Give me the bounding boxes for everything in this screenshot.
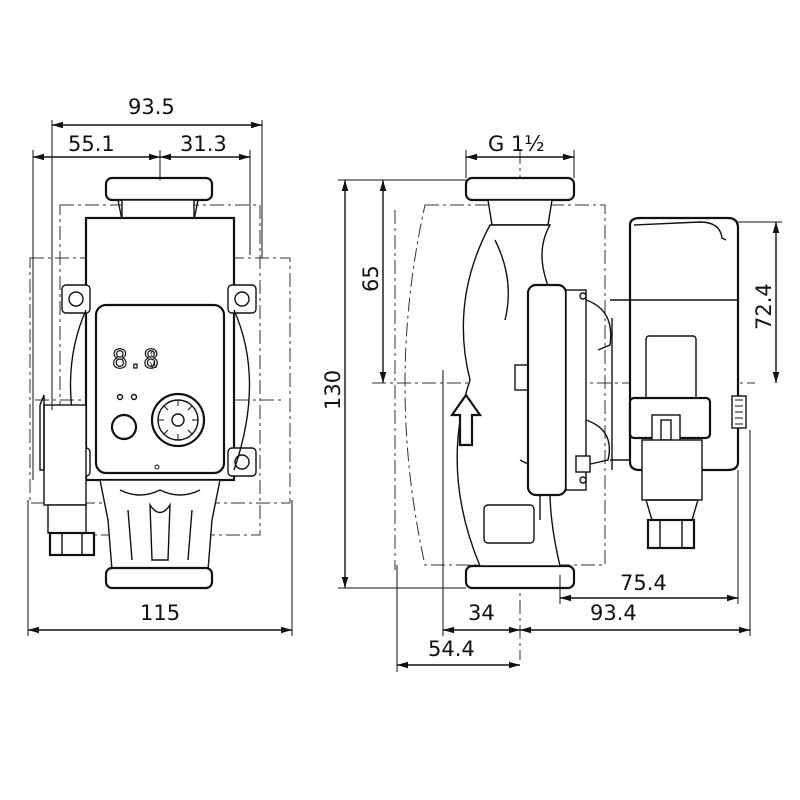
dim-label-54-4: 54.4 [428,637,475,661]
dim-55-1-31-3: 55.1 31.3 [32,132,251,480]
led-indicator [130,393,138,401]
dim-label-65: 65 [359,265,383,292]
dim-label-g-1-half: G 1½ [488,132,545,156]
dim-72-4: 72.4 [738,221,782,383]
dim-g-1-half: G 1½ [465,132,575,178]
dim-65: 65 [359,180,387,383]
bottom-flange [104,566,214,590]
dim-34-93-4: 34 93.4 [442,370,751,636]
dim-label-55-1: 55.1 [68,132,115,156]
motor-flange [526,283,612,497]
dim-label-75-4: 75.4 [620,571,667,595]
dim-label-115: 115 [140,601,180,625]
side-top-flange [464,176,576,226]
dim-54-4: 54.4 [396,565,520,672]
top-flange [104,176,214,221]
front-view: 8.8 m W [27,95,293,636]
dim-label-31-3: 31.3 [180,132,227,156]
cable-gland [39,394,96,557]
side-bottom-flange [464,564,576,590]
connector-plug [628,395,747,550]
dim-115: 115 [27,500,293,636]
dim-93-5: 93.5 [51,95,263,410]
display-unit-w: W [150,361,158,370]
dim-label-34: 34 [468,601,495,625]
dim-75-4: 75.4 [559,470,739,604]
mode-button[interactable] [110,413,138,441]
led-indicator [116,393,124,401]
dim-130: 130 [321,179,466,589]
dim-label-130: 130 [321,370,345,410]
display-digits: 8.8 [112,345,159,375]
side-view: G 1½ 130 65 72.4 75.4 [321,132,782,672]
lower-housing [99,479,221,571]
display-unit-m: m [150,349,158,358]
rotary-knob[interactable] [150,392,206,448]
dim-label-93-4: 93.4 [590,601,637,625]
dim-label-72-4: 72.4 [752,283,776,330]
up-arrow-icon [449,393,483,447]
dim-label-93-5: 93.5 [128,95,175,119]
control-panel: 8.8 m W [94,303,226,475]
